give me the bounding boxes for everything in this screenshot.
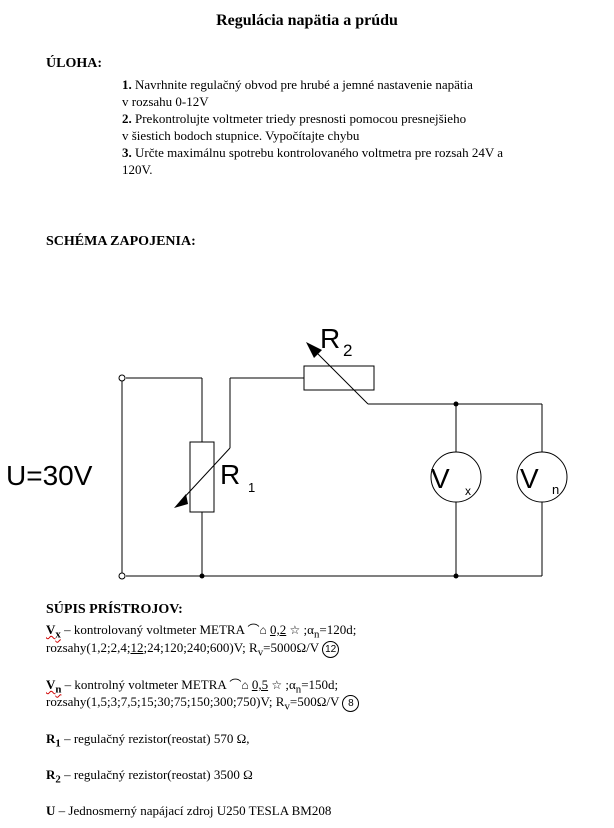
r1-arrowhead bbox=[174, 494, 188, 508]
instrument-u: U – Jednosmerný napájací zdroj U250 TESL… bbox=[46, 803, 332, 818]
task-heading: ÚLOHA: bbox=[46, 56, 102, 71]
r1-resistor bbox=[189, 441, 215, 513]
task-item-2-cont: v šiestich bodoch stupnice. Vypočítajte … bbox=[122, 128, 360, 143]
instrument-r1: R1 – regulačný rezistor(reostat) 570 Ω, bbox=[46, 731, 250, 750]
r1-label: R bbox=[220, 459, 240, 490]
task-item-2: 2. Prekontrolujte voltmeter triedy presn… bbox=[122, 111, 467, 126]
junction-dot bbox=[453, 573, 459, 579]
instrument-vx-ranges: rozsahy(1,2;2,4;12;24;120;240;600)V; Rv=… bbox=[46, 640, 340, 661]
r2-arrowhead bbox=[306, 342, 322, 358]
terminal-top bbox=[118, 374, 126, 382]
instrument-vx: Vx – kontrolovaný voltmeter METRA ⌒⌂ 0,2… bbox=[46, 622, 357, 641]
task-item-3-cont: 120V. bbox=[122, 162, 153, 177]
r1-wiper bbox=[179, 447, 231, 503]
meter-symbol-icon: ⌒⌂ bbox=[247, 623, 267, 637]
r2-resistor bbox=[303, 365, 375, 391]
star-icon: ☆ bbox=[289, 623, 301, 637]
junction-dot bbox=[453, 401, 459, 407]
instrument-r2: R2 – regulačný rezistor(reostat) 3500 Ω bbox=[46, 767, 253, 786]
circuit-diagram: U=30V R 1 R 2 V x V n bbox=[6, 323, 568, 580]
range-badge: 8 bbox=[342, 694, 360, 712]
vx-label-sub: x bbox=[465, 484, 471, 498]
task-list: 1. Navrhnite regulačný obvod pre hrubé a… bbox=[122, 76, 503, 178]
vn-label-sub: n bbox=[552, 482, 559, 497]
range-badge: 12 bbox=[322, 640, 340, 658]
page-title: Regulácia napätia a prúdu bbox=[216, 12, 398, 29]
r2-wiper bbox=[315, 351, 369, 405]
instruments-heading: SÚPIS PRÍSTROJOV: bbox=[46, 602, 183, 617]
task-item-3: 3. Určte maximálnu spotrebu kontrolované… bbox=[122, 145, 503, 160]
accuracy-class: 0,5 bbox=[251, 677, 269, 692]
meter-symbol-icon: ⌒⌂ bbox=[229, 678, 249, 692]
task-item-1: 1. Navrhnite regulačný obvod pre hrubé a… bbox=[122, 77, 473, 92]
instrument-vn: Vn – kontrolný voltmeter METRA ⌒⌂ 0,5 ☆ … bbox=[46, 677, 339, 696]
source-label: U=30V bbox=[6, 460, 93, 491]
r1-label-sub: 1 bbox=[248, 480, 255, 495]
junction-dot bbox=[199, 573, 205, 579]
schema-heading: SCHÉMA ZAPOJENIA: bbox=[46, 234, 196, 249]
vx-label: V bbox=[431, 463, 450, 494]
r2-label-sub: 2 bbox=[343, 341, 352, 360]
terminal-bottom bbox=[118, 572, 126, 580]
star-icon: ☆ bbox=[271, 678, 283, 692]
instrument-vn-ranges: rozsahy(1,5;3;7,5;15;30;75;150;300;750)V… bbox=[46, 694, 360, 715]
accuracy-class: 0,2 bbox=[269, 622, 287, 637]
vn-label: V bbox=[520, 463, 539, 494]
r2-label: R bbox=[320, 323, 340, 354]
task-item-1-cont: v rozsahu 0-12V bbox=[122, 94, 209, 109]
